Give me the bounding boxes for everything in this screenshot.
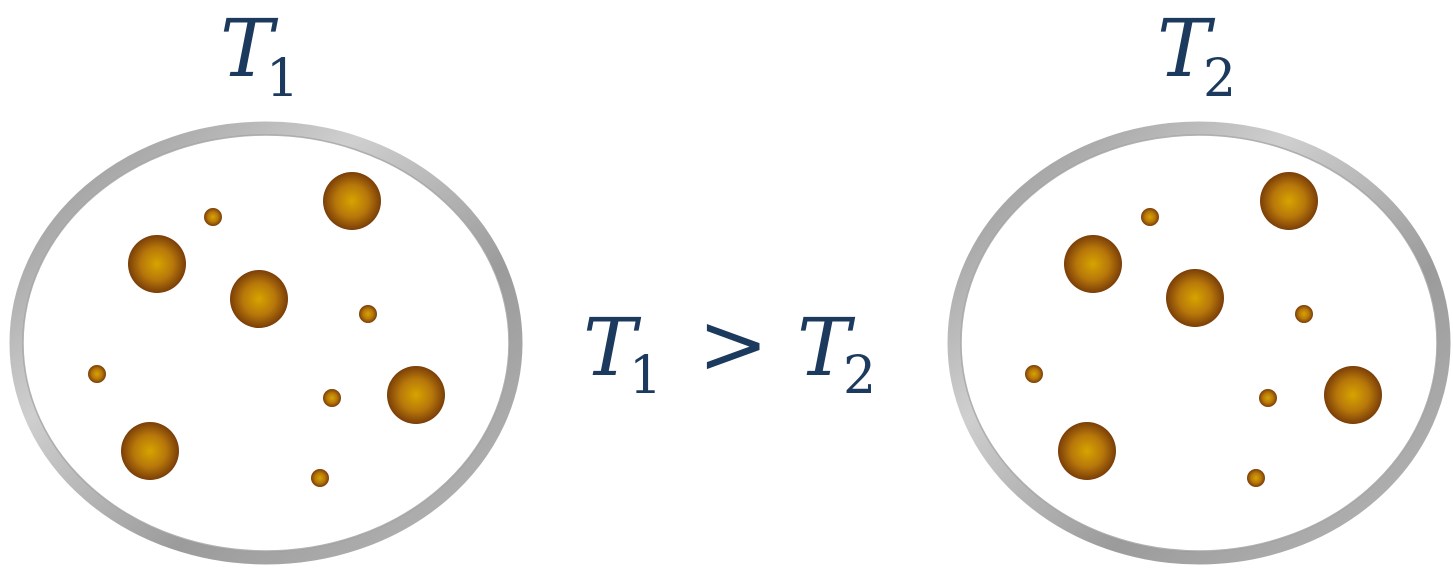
- left-label-symbol: T: [220, 2, 279, 95]
- small-particle: [1247, 469, 1265, 487]
- relation-rhs-symbol: T: [797, 301, 856, 394]
- large-particle: [121, 422, 179, 480]
- container-rim: [947, 121, 1451, 565]
- container-t1: [9, 121, 523, 565]
- relation-lhs-subscript: 1: [629, 346, 662, 406]
- small-particle: [1025, 365, 1043, 383]
- small-particle: [88, 365, 106, 383]
- small-particle: [359, 305, 377, 323]
- container-rim-shadow: [960, 134, 1438, 552]
- particles: [88, 172, 445, 487]
- left-label-subscript: 1: [266, 49, 299, 109]
- particles: [1025, 172, 1382, 487]
- left-temperature-label: T 1: [220, 2, 299, 109]
- relation-rhs-subscript: 2: [843, 346, 876, 406]
- small-particle: [323, 389, 341, 407]
- relation-operator: >: [698, 295, 768, 393]
- small-particle: [204, 208, 222, 226]
- large-particle: [1324, 366, 1382, 424]
- small-particle: [1141, 208, 1159, 226]
- relation-lhs-symbol: T: [583, 301, 642, 394]
- right-temperature-label: T 2: [1157, 2, 1236, 109]
- small-particle: [1295, 305, 1313, 323]
- large-particle: [128, 235, 186, 293]
- container-rim-shadow: [22, 134, 510, 552]
- large-particle: [1064, 235, 1122, 293]
- large-particle: [323, 172, 381, 230]
- right-label-subscript: 2: [1203, 49, 1236, 109]
- large-particle: [387, 366, 445, 424]
- large-particle: [230, 270, 288, 328]
- container-rim: [9, 121, 523, 565]
- right-label-symbol: T: [1157, 2, 1216, 95]
- large-particle: [1166, 269, 1224, 327]
- container-t2: [947, 121, 1451, 565]
- small-particle: [311, 469, 329, 487]
- small-particle: [1259, 389, 1277, 407]
- temperature-relation: T 1 > T 2: [583, 295, 876, 406]
- large-particle: [1260, 172, 1318, 230]
- large-particle: [1058, 422, 1116, 480]
